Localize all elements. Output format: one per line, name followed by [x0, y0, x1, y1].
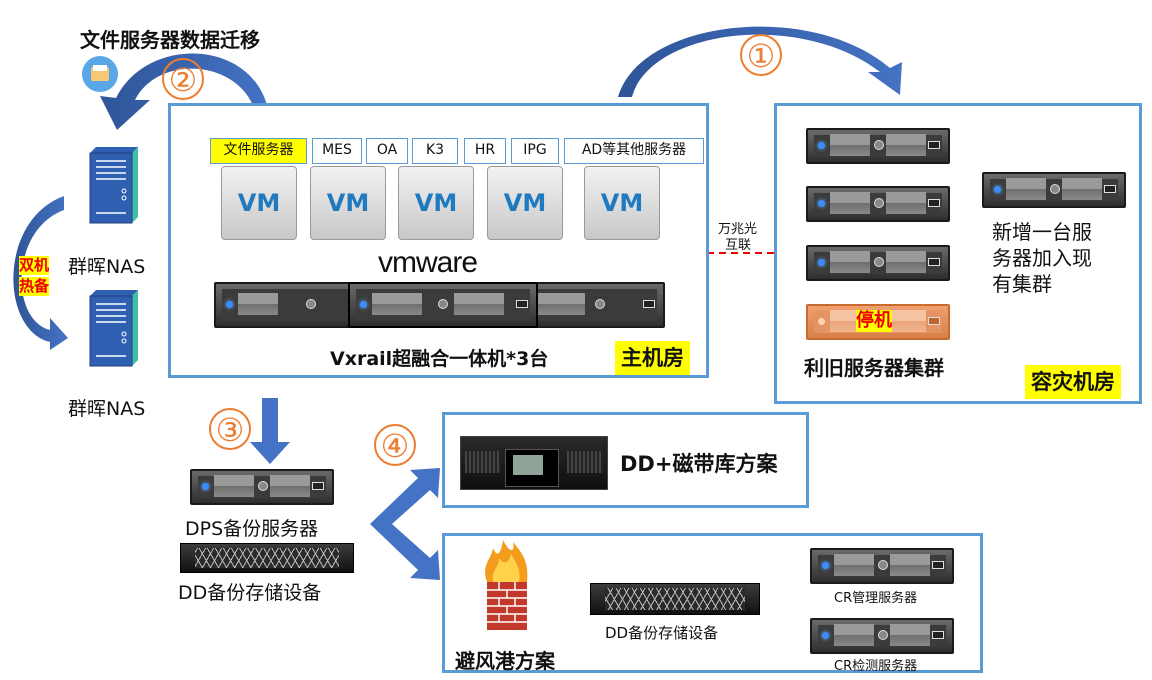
dps-label: DPS备份服务器 [185, 518, 319, 540]
nas-server-icon [86, 145, 142, 225]
cr-detection-server [810, 618, 954, 654]
arrow-to-dps [250, 398, 290, 464]
dd-storage-device [180, 543, 354, 573]
cr-detection-label: CR检测服务器 [834, 659, 918, 674]
legacy-cluster-label: 利旧服务器集群 [804, 356, 944, 380]
arrow-file-to-nas [100, 53, 270, 130]
link-label-line2: 互联 [725, 238, 752, 253]
dr-room-label: 容灾机房 [1025, 365, 1121, 399]
link-label-line1: 万兆光 [718, 222, 758, 237]
page-title: 文件服务器数据迁移 [80, 28, 260, 52]
service-tag-file-server: 文件服务器 [210, 138, 307, 164]
new-server-text-1: 新增一台服 [992, 220, 1092, 244]
arrow-to-solutions [370, 468, 440, 580]
vm-box: VM [398, 166, 474, 240]
dd-label: DD备份存储设备 [178, 582, 322, 604]
vault-solution-label: 避风港方案 [455, 649, 555, 673]
vmware-logo: vmware [378, 246, 478, 279]
vm-box: VM [584, 166, 660, 240]
legacy-server [806, 245, 950, 281]
step-four-badge: ④ [374, 424, 416, 466]
cr-management-label: CR管理服务器 [834, 591, 918, 606]
vm-box: VM [487, 166, 563, 240]
tape-library-device [460, 436, 608, 490]
step-three-badge: ③ [209, 408, 251, 450]
service-tag-k3: K3 [412, 138, 458, 164]
ha-label-line2: 热备 [19, 277, 50, 296]
stopped-label: 停机 [856, 310, 892, 332]
vault-dd-device [590, 583, 760, 615]
new-server-text-3: 有集群 [992, 272, 1052, 296]
service-tag-ad-others: AD等其他服务器 [564, 138, 704, 164]
cr-management-server [810, 548, 954, 584]
vm-box: VM [221, 166, 297, 240]
vxrail-label: Vxrail超融合一体机*3台 [330, 348, 549, 370]
step-one-badge: ① [740, 34, 782, 76]
service-tag-ipg: IPG [511, 138, 559, 164]
legacy-server [806, 128, 950, 164]
vxrail-server [214, 282, 404, 328]
dps-server [190, 469, 334, 505]
vault-dd-label: DD备份存储设备 [605, 624, 719, 642]
service-tag-mes: MES [312, 138, 362, 164]
legacy-server [806, 186, 950, 222]
arrow-migrate-to-dr [618, 26, 902, 97]
firewall-icon [481, 540, 533, 630]
vxrail-server [348, 282, 538, 328]
vxrail-server [515, 282, 665, 328]
service-tag-oa: OA [366, 138, 408, 164]
nas-label-top: 群晖NAS [68, 256, 146, 278]
folder-icon [82, 56, 118, 92]
service-tag-hr: HR [464, 138, 506, 164]
ha-label-line1: 双机 [19, 256, 50, 275]
nas-label-bottom: 群晖NAS [68, 398, 146, 420]
arrow-nas-ha [13, 196, 68, 350]
tape-solution-label: DD+磁带库方案 [620, 452, 778, 476]
vm-box: VM [310, 166, 386, 240]
main-room-label: 主机房 [615, 341, 690, 375]
nas-server-icon [86, 288, 142, 368]
new-server [982, 172, 1126, 208]
step-two-badge: ② [162, 58, 204, 100]
new-server-text-2: 务器加入现 [992, 246, 1092, 270]
